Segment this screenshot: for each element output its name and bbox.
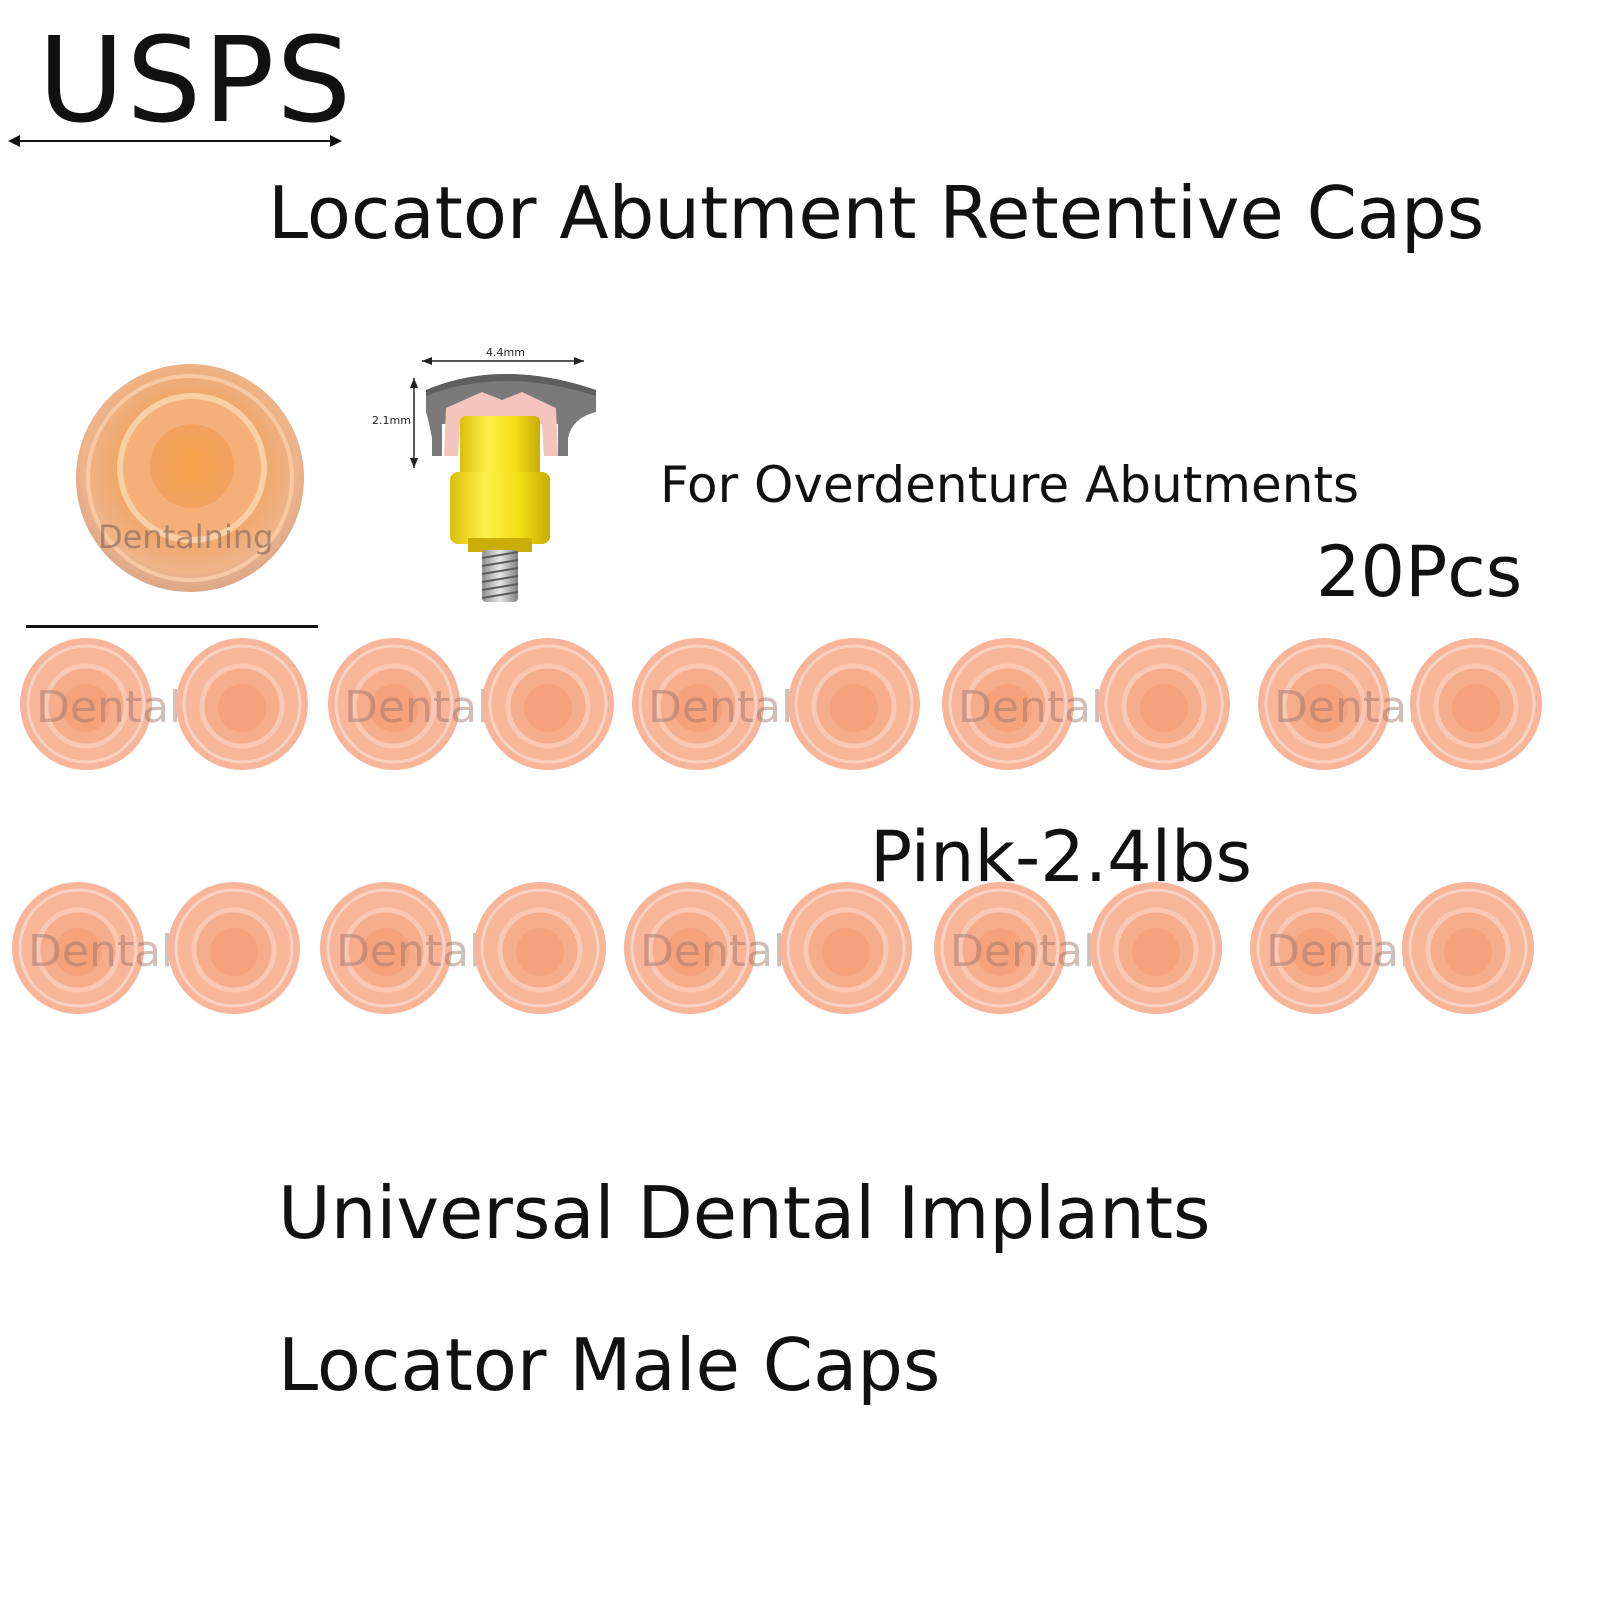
retentive-cap: Dentalnig bbox=[1248, 880, 1479, 1016]
retentive-cap bbox=[472, 880, 608, 1016]
abutment-diagram: 4.4mm 2.1mm bbox=[372, 346, 612, 622]
cap-icon bbox=[632, 638, 764, 770]
retentive-cap bbox=[778, 880, 914, 1016]
cap-icon bbox=[780, 882, 912, 1014]
retentive-cap bbox=[174, 636, 310, 772]
cap-icon bbox=[176, 638, 308, 770]
cap-icon bbox=[320, 882, 452, 1014]
cap-icon bbox=[1402, 882, 1534, 1014]
retentive-cap: Dentalnig bbox=[326, 636, 557, 772]
retentive-cap: Dentalnig bbox=[1256, 636, 1487, 772]
height-dimension-label: 2.1mm bbox=[372, 414, 411, 427]
cap-icon bbox=[788, 638, 920, 770]
shipping-label: USPS bbox=[38, 11, 354, 149]
cap-icon bbox=[1250, 882, 1382, 1014]
retentive-cap: Dentalnig bbox=[622, 880, 853, 1016]
retentive-cap bbox=[1096, 636, 1232, 772]
retentive-cap bbox=[1408, 636, 1544, 772]
variant-label: Pink-2.4lbs bbox=[870, 816, 1252, 898]
cap-icon bbox=[1090, 882, 1222, 1014]
bottom-line-1: Universal Dental Implants bbox=[278, 1171, 1211, 1255]
retentive-cap bbox=[166, 880, 302, 1016]
quantity-label: 20Pcs bbox=[1316, 531, 1523, 613]
cap-icon bbox=[1410, 638, 1542, 770]
retentive-cap bbox=[786, 636, 922, 772]
hero-watermark: Dentalning bbox=[98, 518, 274, 556]
product-subline: For Overdenture Abutments bbox=[660, 456, 1360, 514]
retentive-cap: Dentalnig bbox=[932, 880, 1163, 1016]
bottom-line-2: Locator Male Caps bbox=[278, 1323, 941, 1407]
hero-cap-icon bbox=[76, 364, 304, 592]
retentive-cap: Dentalnig bbox=[10, 880, 241, 1016]
retentive-cap bbox=[480, 636, 616, 772]
cap-icon bbox=[1258, 638, 1390, 770]
width-dimension-label: 4.4mm bbox=[486, 346, 525, 359]
hero-cap-image: Dentalning bbox=[72, 360, 308, 596]
product-headline: Locator Abutment Retentive Caps bbox=[268, 171, 1485, 255]
retentive-cap: Dentalnig bbox=[18, 636, 249, 772]
caps-row-2: Dentalnig Dentalnig Dentalnig Dentalnig Dent… bbox=[0, 880, 1600, 1020]
caps-row-1: Dentalnig Dentalnig Dentalnig Dentalnig Dent… bbox=[0, 636, 1600, 776]
cap-icon bbox=[12, 882, 144, 1014]
retentive-cap bbox=[1400, 880, 1536, 1016]
shipping-underline-arrow bbox=[8, 135, 342, 147]
abutment-icon bbox=[410, 357, 596, 602]
cap-icon bbox=[1098, 638, 1230, 770]
cap-icon bbox=[474, 882, 606, 1014]
hero-underline bbox=[26, 625, 318, 628]
cap-icon bbox=[942, 638, 1074, 770]
cap-icon bbox=[168, 882, 300, 1014]
retentive-cap: Dentalnig bbox=[318, 880, 549, 1016]
cap-icon bbox=[482, 638, 614, 770]
cap-icon bbox=[20, 638, 152, 770]
retentive-cap bbox=[1088, 880, 1224, 1016]
retentive-cap: Dentalnig bbox=[630, 636, 861, 772]
cap-icon bbox=[328, 638, 460, 770]
cap-icon bbox=[934, 882, 1066, 1014]
cap-icon bbox=[624, 882, 756, 1014]
retentive-cap: Dentalnig bbox=[940, 636, 1171, 772]
